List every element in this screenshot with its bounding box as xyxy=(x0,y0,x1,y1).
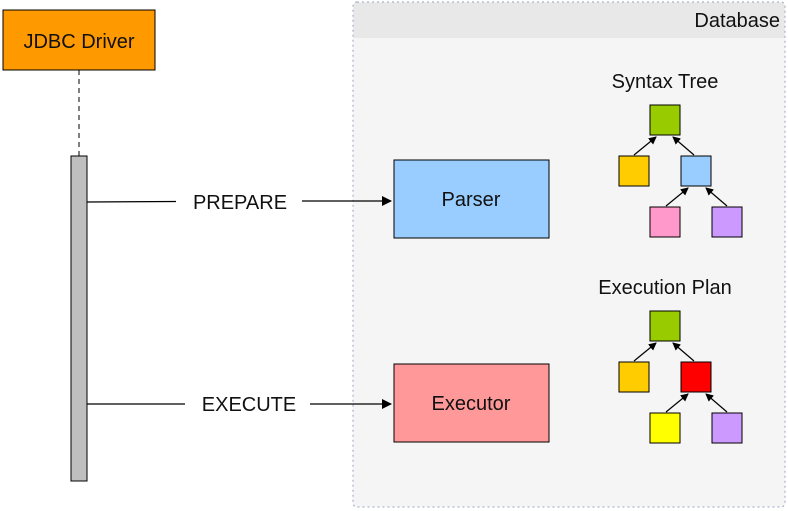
syntax-tree-leaf-right-node xyxy=(711,206,743,238)
jdbc-driver-label: JDBC Driver xyxy=(23,31,134,53)
prepare-line-left xyxy=(86,200,177,203)
execution-plan-edge-mid xyxy=(672,342,695,362)
jdbc-driver: JDBC Driver xyxy=(2,9,156,71)
execution-plan-edge-leaf-left xyxy=(665,393,689,413)
database-header xyxy=(353,2,785,38)
activation-bar xyxy=(70,155,88,482)
execute-label: EXECUTE xyxy=(202,394,296,416)
syntax-tree-edge-leaf-left xyxy=(665,187,689,207)
syntax-tree-leaf-left-node xyxy=(649,206,681,238)
execution-plan-root-node xyxy=(649,310,681,342)
syntax-tree: Syntax Tree xyxy=(612,71,743,238)
database-label: Database xyxy=(694,10,780,32)
executor-label: Executor xyxy=(432,393,511,415)
parser-box xyxy=(393,159,550,239)
syntax-tree-mid-node xyxy=(680,155,712,187)
syntax-tree-edge-mid xyxy=(672,136,695,156)
execution-plan: Execution Plan xyxy=(598,277,743,444)
execution-plan-title: Execution Plan xyxy=(598,277,731,299)
execution-plan-edge-left xyxy=(633,342,657,362)
prepare-message: PREPARE xyxy=(86,192,392,214)
syntax-tree-edge-leaf-right xyxy=(705,187,728,207)
execution-plan-leaf-right-node xyxy=(711,412,743,444)
execution-plan-mid-node xyxy=(680,361,712,393)
syntax-tree-root-node xyxy=(649,104,681,136)
execute-message: EXECUTE xyxy=(87,394,392,416)
executor-component: Executor xyxy=(393,363,550,443)
execution-plan-left-node xyxy=(618,361,650,393)
syntax-tree-edge-left xyxy=(633,136,657,156)
prepare-label: PREPARE xyxy=(193,192,287,214)
parser-component: Parser xyxy=(393,159,550,239)
syntax-tree-left-node xyxy=(618,155,650,187)
parser-label: Parser xyxy=(442,189,501,211)
syntax-tree-title: Syntax Tree xyxy=(612,71,719,93)
execution-plan-edge-leaf-right xyxy=(705,393,728,413)
execution-plan-leaf-left-node xyxy=(649,412,681,444)
executor-box xyxy=(393,363,550,443)
